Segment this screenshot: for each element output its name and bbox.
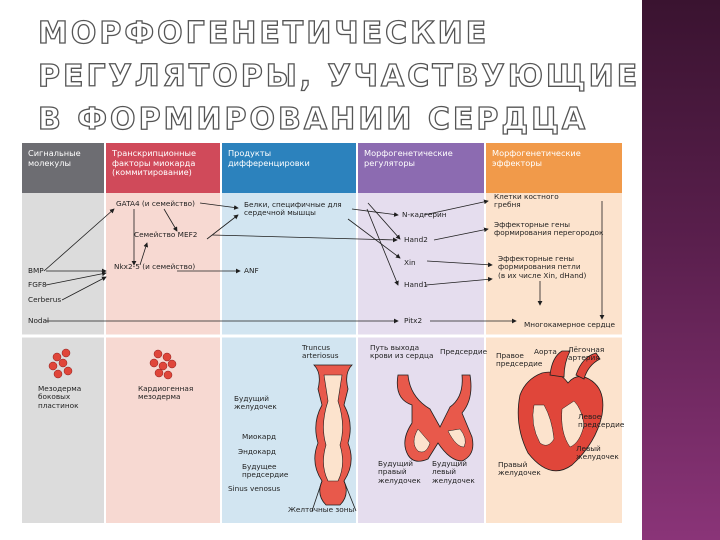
signal-column-header: Сигнальные молекулы [22, 143, 104, 193]
factor-nkx2-5: Nkx2-5 (и семейство) [114, 262, 196, 271]
label-outflow-tract: Путь выхода крови из сердца [370, 343, 434, 361]
label-future-right-ventricle: Будущий правый желудочек [378, 459, 421, 485]
label-atrium: Предсердие [440, 347, 488, 356]
label-endocardium: Эндокард [238, 447, 276, 456]
label-left-ventricle: Левый желудочек [576, 444, 619, 462]
label-sinus-venosus: Sinus venosus [228, 484, 281, 493]
looping-heart-drawing [396, 374, 474, 462]
regulator-pitx2: Pitx2 [404, 316, 423, 325]
regulator-n-cadherin: N-кадгерин [402, 210, 447, 219]
effector-septation-genes: Эффекторные гены формирования перегородо… [494, 220, 604, 238]
label-myocardium: Миокард [242, 432, 277, 441]
heart-regulators-figure: Сигнальные молекулы Транскрипционные фак… [22, 143, 625, 523]
signal-bmp: BMP [28, 266, 44, 275]
label-future-left-ventricle: Будущий левый желудочек [432, 459, 475, 485]
slide-title: Морфогенетические регуляторы, участвующи… [37, 15, 641, 137]
factor-gata4: GATA4 (и семейство) [116, 199, 195, 208]
factor-mef2: Семейство MEF2 [134, 230, 198, 239]
transcription-column-header: Транскрипционные факторы миокарда (комми… [106, 143, 220, 193]
signal-column: Сигнальные молекулы [22, 143, 104, 523]
four-chamber-heart-drawing [517, 350, 604, 472]
regulator-hand1: Hand1 [404, 280, 428, 289]
regulators-column-header: Морфогенетические регуляторы [358, 143, 484, 193]
regulator-hand2: Hand2 [404, 235, 428, 244]
label-truncus-arteriosus: Truncus arteriosus [302, 343, 339, 361]
signal-fgf8: FGF8 [28, 280, 47, 289]
label-aorta: Аорта [534, 347, 557, 356]
label-right-ventricle: Правый желудочек [498, 460, 541, 478]
label-cardiogenic-mesoderm: Кардиогенная мезодерма [138, 384, 194, 402]
effector-looping-genes: Эффекторные гены формирования петли (в и… [498, 254, 587, 280]
transcription-column: Транскрипционные факторы миокарда (комми… [106, 143, 220, 523]
signal-nodal: Nodal [28, 316, 50, 325]
product-cardiac-proteins: Белки, специфичные для сердечной мышцы [244, 200, 342, 218]
diagram-graphics [22, 199, 622, 512]
cell-clusters [48, 348, 177, 380]
effector-multichamber-heart: Многокамерное сердце [524, 320, 616, 329]
signal-cerberus: Cerberus [28, 295, 62, 304]
label-right-atrium: Правое предсердие [496, 351, 543, 369]
effector-neural-crest: Клетки костного гребня [494, 192, 559, 210]
label-future-atrium: Будущее предсердие [242, 462, 289, 480]
decorative-side-band [642, 0, 720, 540]
product-anf: ANF [244, 266, 259, 275]
linear-heart-tube-drawing [311, 364, 357, 512]
label-germ-zones: Желточные зоны [288, 505, 355, 514]
regulatory-arrows [43, 199, 605, 324]
label-pulmonary-artery: Лёгочная артерия [568, 345, 605, 363]
effectors-column-header: Морфогенетические эффекторы [486, 143, 622, 193]
label-left-atrium: Левое предсердие [578, 412, 625, 430]
regulator-xin: Xin [404, 258, 416, 267]
products-column-header: Продукты дифференцировки [222, 143, 356, 193]
label-lateral-plate-mesoderm: Мезодерма боковых пластинок [38, 384, 82, 410]
label-future-ventricle: Будущий желудочек [234, 394, 277, 412]
